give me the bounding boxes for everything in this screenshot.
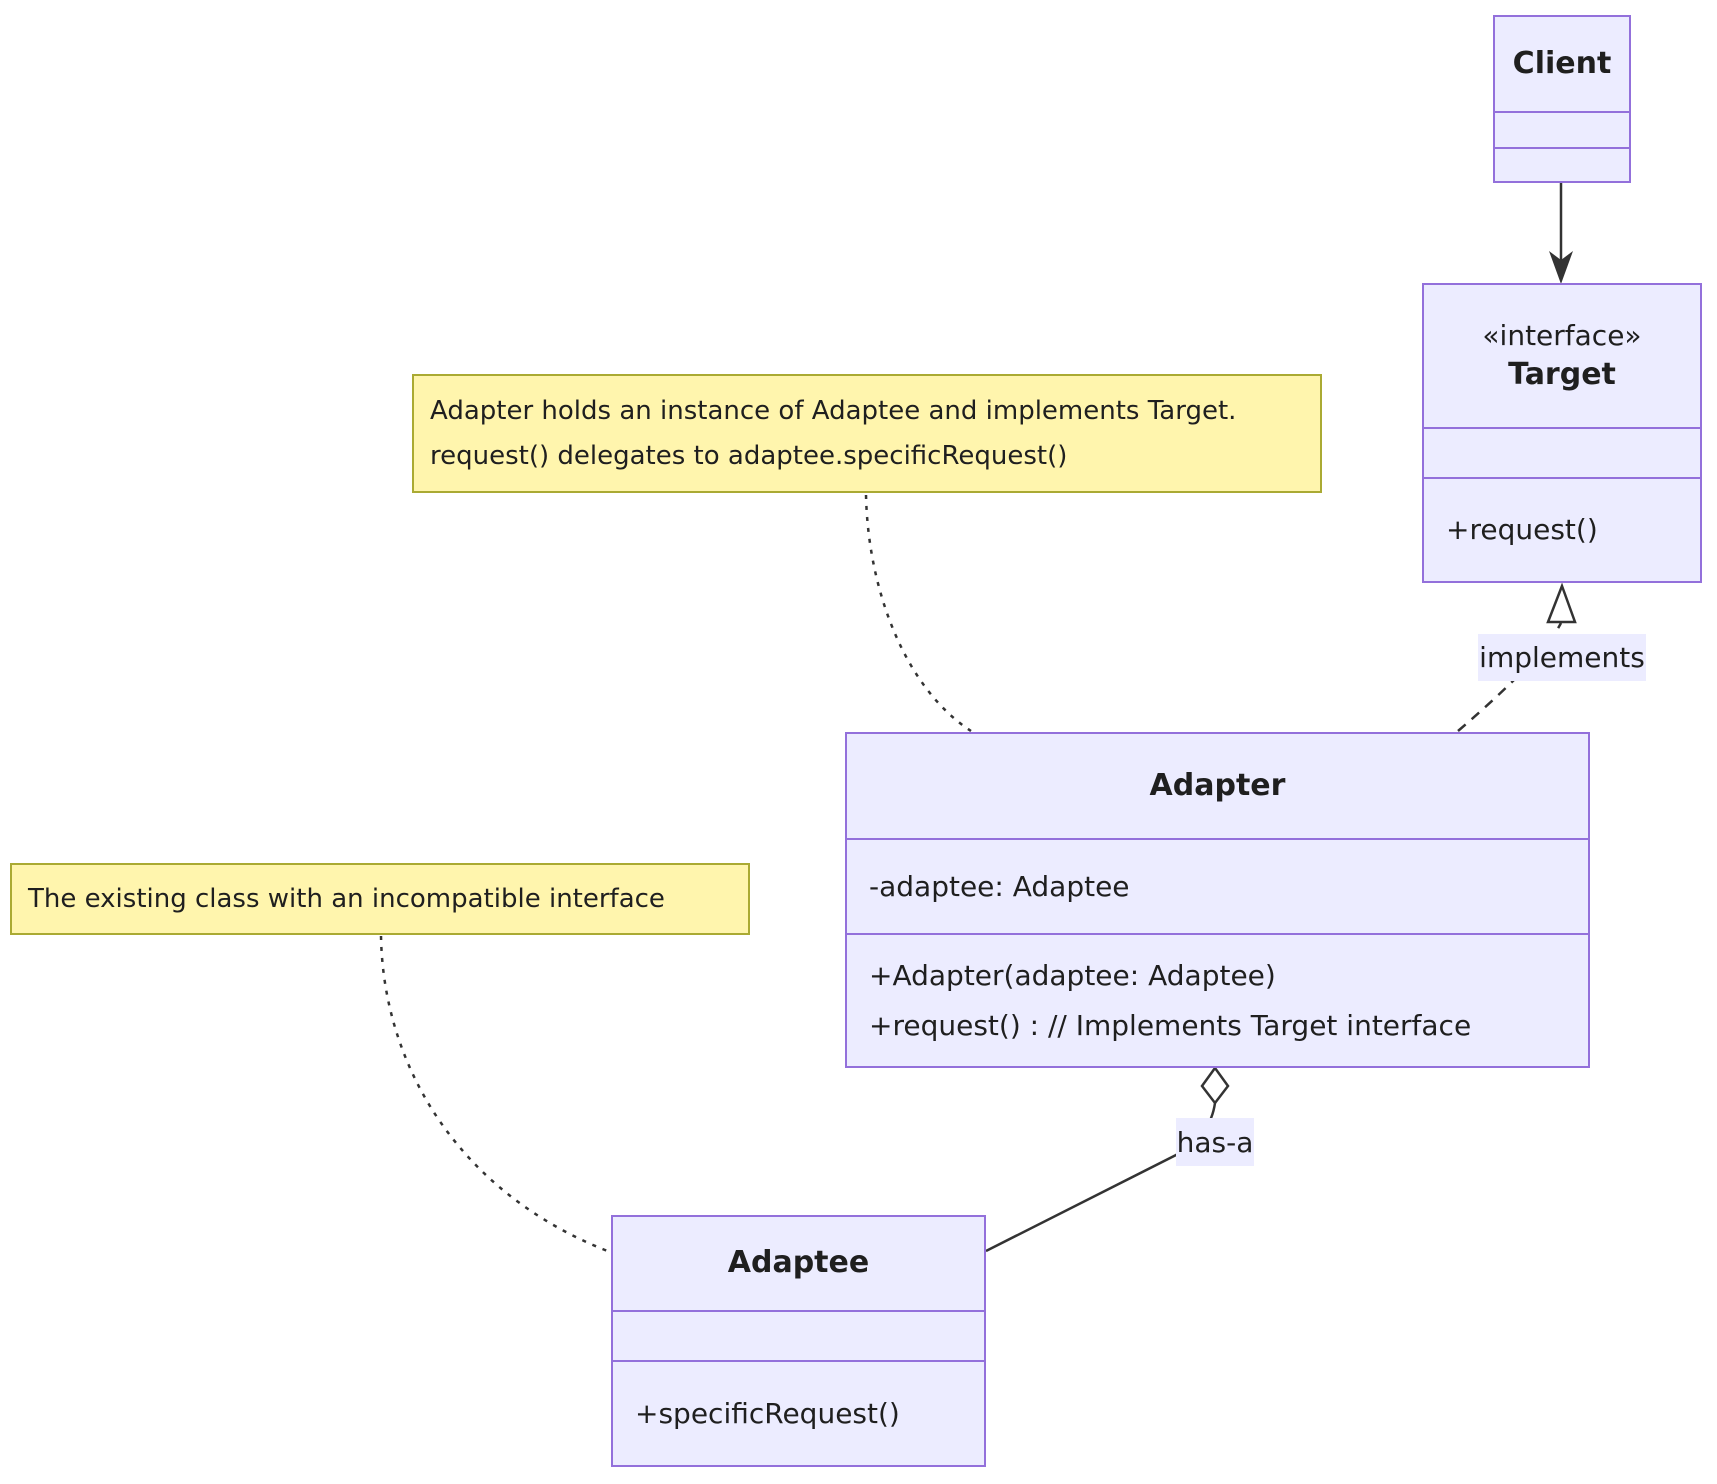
class-adapter-title: Adapter (847, 734, 1588, 838)
class-target: «interface» Target +request() (1422, 283, 1702, 583)
class-client: Client (1493, 15, 1631, 183)
note-adapter-line1: Adapter holds an instance of Adaptee and… (430, 395, 1237, 426)
class-target-name: Target (1508, 356, 1616, 392)
class-client-name: Client (1512, 45, 1612, 81)
note-adaptee-connector (379, 935, 611, 1254)
method-request: +request() (1446, 513, 1598, 546)
class-adaptee-attributes (613, 1310, 984, 1360)
class-adapter-name: Adapter (1149, 767, 1286, 803)
class-adaptee-name: Adaptee (727, 1245, 870, 1281)
class-adaptee-methods: +specificRequest() (613, 1360, 984, 1465)
method-adapter-request: +request() : // Implements Target interf… (869, 1008, 1472, 1042)
note-adapter-connector (864, 494, 972, 733)
class-adapter-attributes: -adaptee: Adaptee (847, 838, 1588, 933)
note-adaptee: The existing class with an incompatible … (10, 863, 750, 935)
note-adaptee-text: The existing class with an incompatible … (28, 883, 665, 914)
note-adapter: Adapter holds an instance of Adaptee and… (412, 374, 1322, 493)
implements-triangle-icon (1546, 582, 1577, 624)
class-target-attributes (1424, 427, 1700, 477)
class-adaptee-title: Adaptee (613, 1217, 984, 1310)
method-specific-request: +specificRequest() (635, 1396, 900, 1430)
edge-label-has-a: has-a (1176, 1118, 1254, 1166)
class-target-title: «interface» Target (1424, 285, 1700, 427)
class-adaptee: Adaptee +specificRequest() (611, 1215, 986, 1467)
class-target-methods: +request() (1424, 477, 1700, 581)
class-client-methods (1495, 147, 1629, 181)
class-adapter-methods: +Adapter(adaptee: Adaptee) +request() : … (847, 933, 1588, 1066)
aggregation-diamond-icon (1200, 1065, 1230, 1106)
note-adapter-line2: request() delegates to adaptee.specificR… (430, 440, 1068, 471)
attribute-adaptee: -adaptee: Adaptee (869, 869, 1130, 903)
method-adapter-constructor: +Adapter(adaptee: Adaptee) (869, 958, 1276, 992)
client-target-arrowhead-icon (1549, 251, 1573, 284)
class-target-stereotype: «interface» (1482, 318, 1642, 352)
edge-label-implements: implements (1478, 634, 1646, 681)
class-client-attributes (1495, 111, 1629, 147)
class-client-title: Client (1495, 17, 1629, 111)
class-adapter: Adapter -adaptee: Adaptee +Adapter(adapt… (845, 732, 1590, 1068)
